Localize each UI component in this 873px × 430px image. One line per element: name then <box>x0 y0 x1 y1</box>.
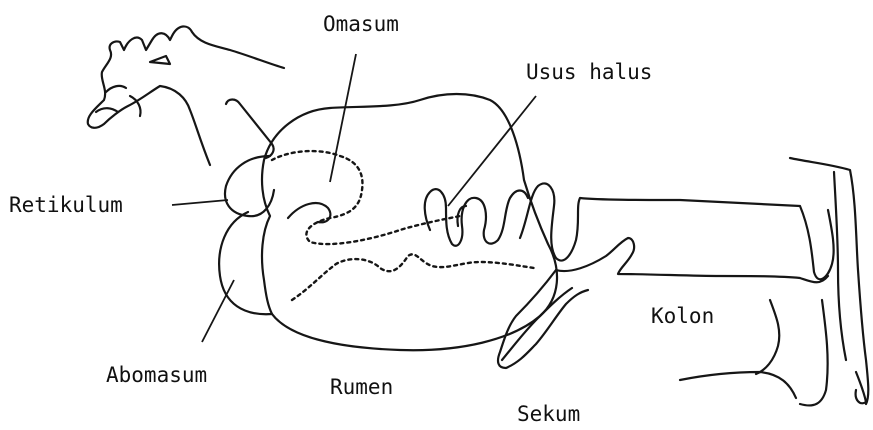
label-abomasum: Abomasum <box>106 365 207 386</box>
label-sekum: Sekum <box>517 404 580 425</box>
usus-halus-leader <box>448 96 536 206</box>
label-rumen: Rumen <box>330 377 393 398</box>
cow-hindquarter <box>680 158 868 405</box>
abomasum-outline <box>219 212 272 314</box>
label-kolon: Kolon <box>651 306 714 327</box>
label-omasum: Omasum <box>323 14 399 35</box>
rumen-dotted <box>292 254 534 300</box>
abomasum-leader <box>202 280 234 342</box>
omasum-dotted <box>272 151 460 244</box>
sekum-inner <box>502 288 572 360</box>
cow-head <box>88 26 284 165</box>
kolon-lower <box>556 238 828 282</box>
esophagus <box>226 100 274 159</box>
label-retikulum: Retikulum <box>9 195 123 216</box>
kolon-upper <box>520 183 834 279</box>
rumen-outline <box>262 94 557 350</box>
usus-halus-loops <box>425 189 528 246</box>
retikulum-leader <box>172 200 228 205</box>
label-usus-halus: Usus halus <box>526 62 652 83</box>
sekum-outline <box>498 270 588 368</box>
